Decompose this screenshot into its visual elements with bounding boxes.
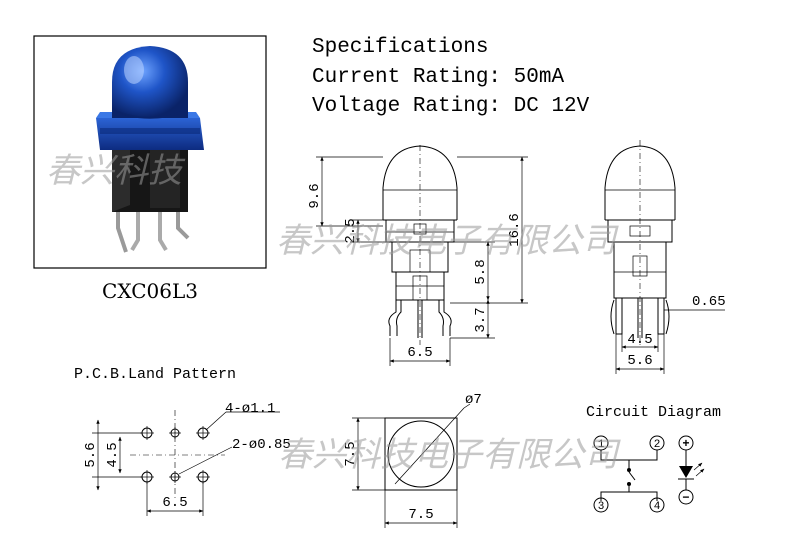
pcb-led-hole — [169, 471, 181, 483]
photo-watermark: 春兴科技 — [46, 151, 186, 191]
pcb-hole — [140, 470, 154, 484]
pcb-hole — [196, 426, 210, 440]
switch-body — [112, 140, 188, 212]
side-view-drawing: 0.65 4.5 5.6 — [604, 140, 726, 374]
led-positive-label: + — [682, 437, 689, 451]
circuit-title: Circuit Diagram — [586, 404, 721, 421]
pin3-label: 3 — [598, 501, 605, 513]
model-number: CXC06L3 — [102, 279, 198, 303]
pcb-hole — [196, 470, 210, 484]
pcb-dim-outer-height: 5.6 — [83, 442, 99, 467]
top-dim-height: 7.5 — [343, 441, 359, 466]
spec-current: Current Rating: 50mA — [312, 66, 564, 89]
product-photo: 春兴科技 — [33, 35, 267, 269]
pcb-land-pattern: P.C.B.Land Pattern 4-ø1.1 2-ø0.85 5.6 4.… — [74, 366, 291, 516]
top-view-drawing: ø7 7.5 7.5 — [343, 392, 482, 528]
dim-base-height: 2.5 — [343, 218, 359, 243]
pcb-hole — [140, 426, 154, 440]
top-dim-width: 7.5 — [408, 507, 433, 523]
pcb-title: P.C.B.Land Pattern — [74, 366, 236, 383]
led-cathode-pin — [678, 489, 694, 505]
top-square-outline — [384, 417, 458, 491]
pin4-label: 4 — [654, 501, 661, 513]
pin2-label: 2 — [654, 439, 661, 451]
watermark-lower: 春兴科技电子有限公司 — [278, 435, 621, 475]
dim-side-outer: 5.6 — [627, 353, 652, 369]
label-small-holes: 2-ø0.85 — [232, 437, 291, 453]
dim-pin-length: 3.7 — [473, 307, 489, 332]
led-diode-icon — [679, 466, 693, 478]
dim-pin-span: 6.5 — [407, 345, 432, 361]
pcb-dim-inner-height: 4.5 — [105, 442, 121, 467]
blue-cap-dome — [112, 46, 188, 119]
circuit-pin — [649, 497, 665, 513]
circuit-diagram: Circuit Diagram 1 2 3 4 + − — [586, 404, 721, 513]
dim-side-inner: 4.5 — [627, 332, 652, 348]
pcb-led-hole — [169, 427, 181, 439]
spec-title: Specifications — [312, 36, 488, 59]
pcb-dim-width: 6.5 — [162, 495, 187, 511]
switch-pins — [116, 205, 190, 253]
pin1-label: 1 — [598, 439, 605, 451]
specifications-block: Specifications Current Rating: 50mA Volt… — [312, 36, 590, 118]
watermark-middle: 春兴科技电子有限公司 — [276, 221, 619, 261]
label-large-holes: 4-ø1.1 — [225, 401, 275, 417]
dim-body-height: 5.8 — [473, 259, 489, 284]
circuit-pin — [593, 497, 609, 513]
top-cap-diameter: ø7 — [465, 392, 482, 408]
spec-voltage: Voltage Rating: DC 12V — [312, 95, 590, 118]
front-view-drawing: 9.6 2.5 16.6 5.8 3.7 6.5 — [307, 145, 528, 366]
dim-pin-thickness: 0.65 — [692, 294, 726, 310]
dim-cap-height: 9.6 — [307, 183, 323, 208]
led-negative-label: − — [682, 491, 689, 505]
dim-total-height: 16.6 — [507, 213, 523, 247]
top-cap-circle — [387, 420, 455, 488]
